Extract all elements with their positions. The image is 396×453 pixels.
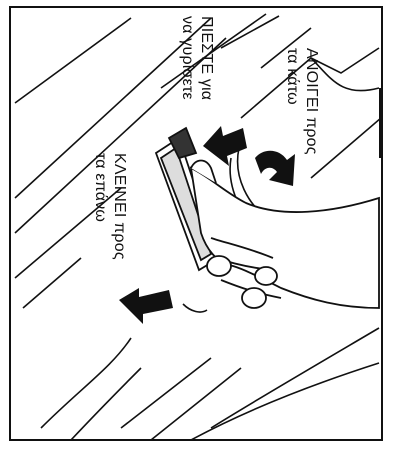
close-up-arrow-icon xyxy=(119,288,173,324)
open-down-arrow-icon xyxy=(255,151,295,186)
open-label-line1: ΑΝΟΙΓΕΙ προς xyxy=(302,48,321,155)
closes-upward-label: ΚΛΕΙΝΕΙ προς τα επάνω xyxy=(91,153,129,260)
close-label-line1: ΚΛΕΙΝΕΙ προς xyxy=(110,153,129,260)
open-label-line2: τα κάτω xyxy=(283,48,302,155)
press-arrow-icon xyxy=(203,126,247,166)
illustration-frame: ΠΙΕΣΤΕ για να γυρίσετε ΑΝΟΙΓΕΙ προς τα κ… xyxy=(9,6,383,441)
press-label-line2: να γυρίσετε xyxy=(178,16,197,100)
side-divider xyxy=(379,88,381,158)
press-label-line1: ΠΙΕΣΤΕ για xyxy=(197,16,216,100)
close-label-line2: τα επάνω xyxy=(91,153,110,260)
press-to-turn-label: ΠΙΕΣΤΕ για να γυρίσετε xyxy=(178,16,216,100)
opens-downward-label: ΑΝΟΙΓΕΙ προς τα κάτω xyxy=(283,48,321,155)
